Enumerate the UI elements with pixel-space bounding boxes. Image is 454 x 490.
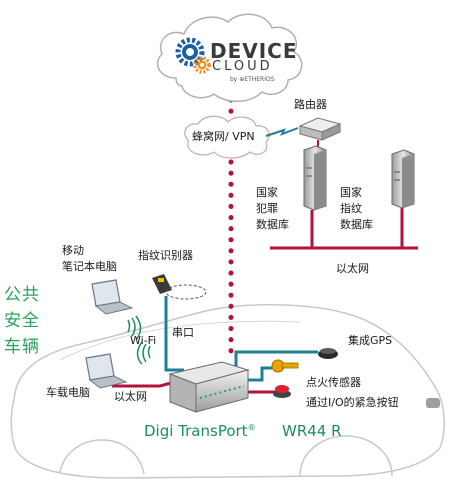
server-icon bbox=[303, 145, 327, 211]
gear-icon bbox=[175, 37, 211, 74]
fingerprint-db-label-1: 国家 bbox=[340, 186, 362, 199]
router-icon bbox=[298, 117, 342, 141]
ignition-sensor-label: 点火传感器 bbox=[306, 376, 361, 389]
device-cloud bbox=[156, 13, 303, 102]
brand-registered-mark: ® bbox=[247, 423, 256, 432]
model-label: WR44 R bbox=[282, 422, 342, 440]
fingerprint-reader-label: 指纹识别器 bbox=[138, 249, 193, 262]
in-car-computer-label: 车载电脑 bbox=[46, 386, 90, 399]
wifi-icon bbox=[136, 341, 151, 365]
vehicle-wheel-front bbox=[299, 435, 393, 477]
vehicle-handle bbox=[426, 398, 440, 408]
fingerprint-reader-icon bbox=[152, 274, 207, 300]
public-safety-vehicle-label-3: 车辆 bbox=[4, 337, 40, 357]
vehicle-outline bbox=[10, 304, 445, 479]
integrated-gps-label: 集成GPS bbox=[348, 334, 393, 347]
laptop-icon bbox=[91, 279, 134, 315]
criminal-db-label-3: 数据库 bbox=[256, 218, 289, 231]
ethernet-top-label: 以太网 bbox=[336, 262, 369, 275]
emergency-button-label: 通过I/O的紧急按钮 bbox=[306, 396, 399, 409]
vpn-cloud bbox=[184, 115, 270, 159]
mobile-laptop-label-2: 笔记本电脑 bbox=[62, 260, 117, 273]
wifi-label: Wi-Fi bbox=[130, 334, 157, 347]
public-safety-vehicle-label-2: 安全 bbox=[4, 311, 40, 331]
cloud-title: DEVICE bbox=[210, 39, 298, 63]
digi-transport-router-icon bbox=[168, 361, 250, 413]
wifi-icon bbox=[127, 315, 142, 341]
router-label: 路由器 bbox=[294, 98, 327, 111]
serial-port-label: 串口 bbox=[172, 326, 194, 339]
public-safety-vehicle-label-1: 公共 bbox=[4, 285, 40, 305]
gps-link bbox=[234, 350, 318, 366]
ignition-link bbox=[242, 366, 272, 382]
brand-name: Digi TransPort bbox=[144, 422, 248, 440]
fingerprint-db-label-2: 指纹 bbox=[340, 202, 362, 215]
laptop-icon bbox=[85, 353, 128, 389]
brand-label: Digi TransPort® bbox=[144, 422, 256, 440]
mobile-laptop-label-1: 移动 bbox=[62, 244, 84, 257]
serial-link bbox=[164, 296, 184, 372]
cloud-byline: by ⊕ETHERIOS bbox=[230, 76, 275, 83]
wireless-link-icon bbox=[265, 127, 299, 137]
criminal-db-label-2: 犯罪 bbox=[256, 202, 278, 215]
criminal-db-label-1: 国家 bbox=[256, 186, 278, 199]
cellular-vpn-label: 蜂窝网/ VPN bbox=[192, 130, 255, 143]
server-icon bbox=[391, 149, 415, 209]
fingerprint-db-label-3: 数据库 bbox=[340, 218, 373, 231]
ethernet-bottom-label: 以太网 bbox=[114, 390, 147, 403]
ignition-key-icon bbox=[271, 359, 299, 373]
gps-antenna-icon bbox=[318, 348, 338, 359]
vehicle-wheel-rear bbox=[59, 439, 145, 475]
cloud-subtitle: CLOUD bbox=[212, 59, 273, 74]
emergency-button-icon bbox=[273, 385, 291, 398]
